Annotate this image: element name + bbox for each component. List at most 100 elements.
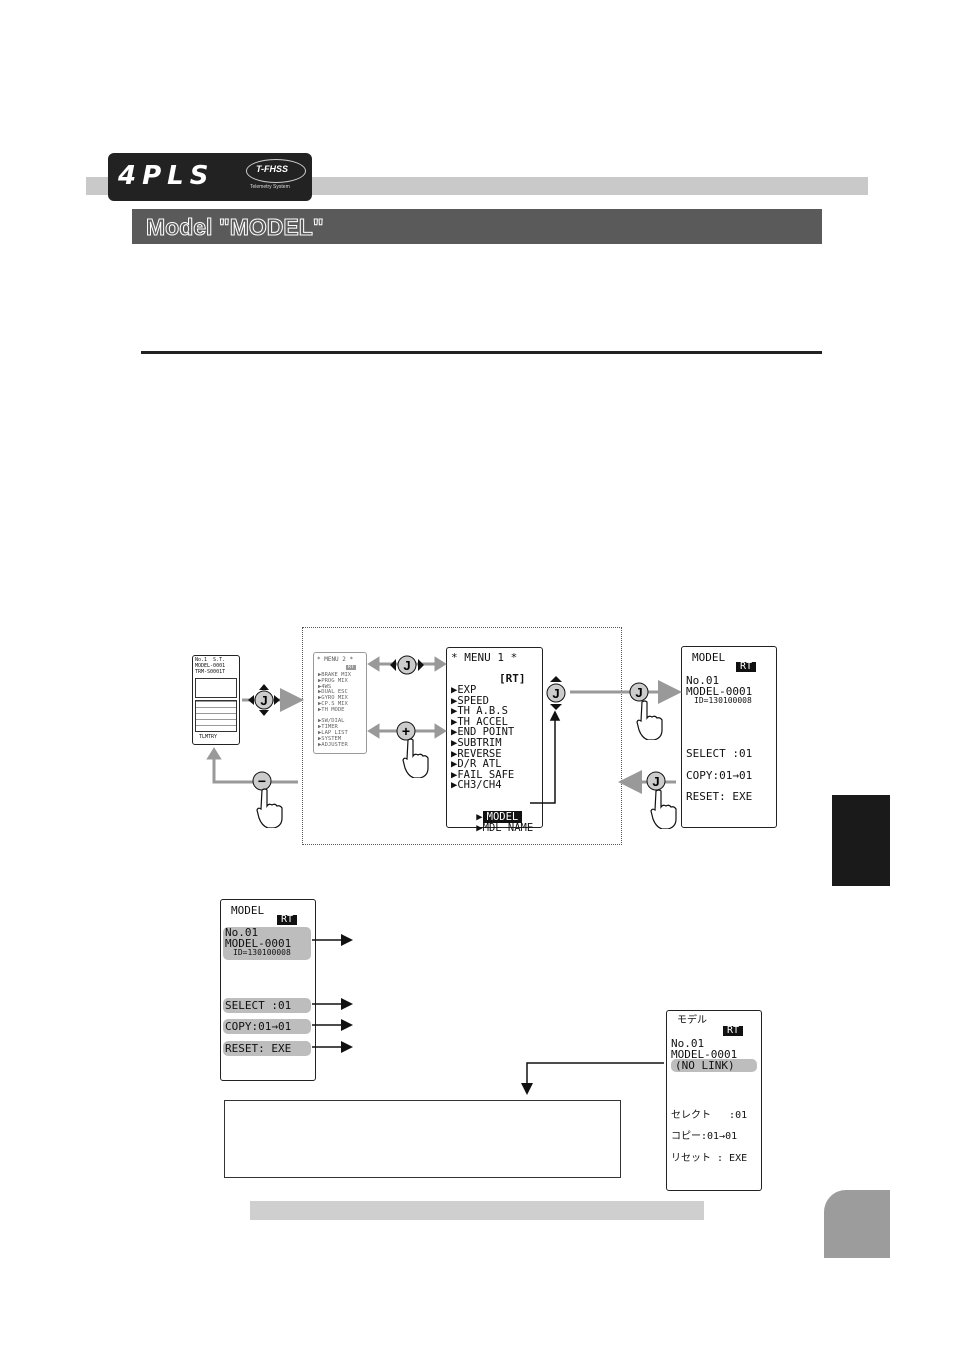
menu2-item[interactable]: ▶PROG MIX [318,677,348,684]
menu1-item[interactable]: ▶D/R ATL [451,758,502,771]
model-jp-badge: RT [723,1026,744,1036]
model-screen-detail: MODEL RT No.01 MODEL-0001 ID=130100008 S… [220,899,316,1081]
menu2-item[interactable]: ▶LAP LIST [318,730,348,736]
menu1-selected-row[interactable]: ▶MODEL [451,801,523,833]
model-detail-reset-highlight [223,1041,311,1056]
hand-pointer-icon [256,788,286,828]
divider-rule [141,351,822,354]
model-detail-copy-highlight [223,1019,311,1034]
menu1-last-item: MDL NAME [482,821,534,834]
menu2-screen: * MENU 2 * RT ▶BRAKE MIX▶PROG MIX▶4WS▶DU… [313,652,367,754]
model-detail-id: ID=130100008 [233,948,291,957]
model-jp-name: MODEL-0001 [671,1048,738,1061]
menu2-item[interactable]: ▶CP.S MIX [318,701,348,707]
telemetry-bars [195,678,237,698]
model-top-copy[interactable]: COPY:01→01 [686,769,753,782]
model-jp-copy[interactable]: コピー:01→01 [671,1131,738,1142]
model-jp-no: No.01 [671,1037,705,1050]
model-screen-top: MODEL RT No.01 MODEL-0001 ID=130100008 S… [681,646,777,828]
model-jp-link-status: (NO LINK) [675,1059,735,1072]
logo-sub-text: T-FHSS [256,164,289,174]
menu1-item[interactable]: ▶REVERSE [451,747,502,760]
model-top-reset[interactable]: RESET: EXE [686,790,753,803]
menu1-item[interactable]: ▶EXP [451,684,477,696]
menu1-item[interactable]: ▶TH A.B.S [451,705,508,718]
gray-arrows [206,656,682,794]
menu1-screen: * MENU 1 * [RT] ▶EXP▶SPEED▶TH A.B.S▶TH A… [446,647,543,833]
svg-text:J: J [652,774,659,789]
model-jp-reset[interactable]: リセット : EXE [671,1153,748,1164]
model-top-select[interactable]: SELECT :01 [686,747,753,760]
menu1-last-row[interactable]: ▶MDL NAME [476,821,534,834]
telemetry-line-3: TRM-S0001T [195,669,226,675]
model-screen-jp: モデル RT No.01 MODEL-0001 (NO LINK) セレクト :… [666,1010,762,1191]
joystick-4way-icon[interactable]: J [248,684,280,716]
menu1-item[interactable]: ▶CH3/CH4 [451,779,502,792]
joystick-lr-icon[interactable]: J [390,654,424,676]
model-detail-copy[interactable]: COPY:01→01 [225,1020,292,1033]
svg-text:J: J [635,685,642,700]
menu2-item[interactable]: ▶DUAL ESC [318,689,348,696]
menu2-item[interactable]: ▶GYRO MIX [318,695,348,702]
joystick-back-icon[interactable]: J [646,771,666,791]
menu1-badge: [RT] [499,672,526,685]
menu1-item[interactable]: ▶TH ACCEL [451,715,508,728]
model-jp-title: モデル [677,1015,707,1026]
model-top-id: ID=130100008 [694,696,752,705]
menu2-badge: RT [346,664,357,670]
black-arrows [312,710,664,1095]
telemetry-line-2: MODEL-0001 [195,663,226,669]
telemetry-screen: No.1 S.T. MODEL-0001 TRM-S0001T TLMTRY [192,655,240,745]
joystick-ud-icon[interactable]: J [545,676,567,710]
logo-tagline: Telemetry System [250,184,290,190]
menu2-item[interactable]: ▶SW/DIAL [318,718,345,725]
menu1-selected-item: MODEL [482,810,523,823]
menu2-item[interactable]: ▶4WS [318,683,332,690]
menu2-item[interactable]: ▶ADJUSTER [318,741,348,748]
hand-pointer-icon [650,789,680,829]
section-title-bar: Model "MODEL" [132,209,822,244]
model-detail-select-highlight [223,998,311,1013]
menu1-item[interactable]: ▶SPEED [451,694,489,707]
menu1-title: * MENU 1 * [451,651,518,664]
telemetry-line-1: No.1 S.T. [195,657,226,663]
svg-text:J: J [552,686,559,701]
model-detail-select[interactable]: SELECT :01 [225,999,292,1012]
svg-text:J: J [260,693,267,708]
hand-pointer-icon [402,738,432,778]
brand-logo: 4PLS T-FHSS Telemetry System [108,153,312,201]
page-number-tab [824,1190,890,1258]
telemetry-footer: TLMTRY [199,734,218,740]
model-detail-name: MODEL-0001 [225,937,292,950]
model-top-no: No.01 [686,674,720,687]
menu2-title: * MENU 2 * [317,656,354,663]
menu1-item[interactable]: ▶FAIL SAFE [451,768,515,781]
menu1-item[interactable]: ▶END POINT [451,726,515,739]
menu-group-frame [302,627,622,845]
model-top-name: MODEL-0001 [686,685,753,698]
model-detail-reset[interactable]: RESET: EXE [225,1042,292,1055]
svg-text:J: J [403,658,410,673]
chapter-side-tab [832,795,890,886]
menu1-item[interactable]: ▶SUBTRIM [451,737,502,749]
logo-main-text: 4PLS [118,161,215,191]
logo-ring-icon [246,159,306,183]
model-top-badge: RT [736,662,757,672]
model-top-title: MODEL [692,651,726,664]
menu2-item[interactable]: ▶SYSTEM [318,735,342,742]
plus-button-icon[interactable]: + [396,721,416,741]
menu2-item[interactable]: ▶TH MODE [318,706,345,713]
menu2-item[interactable]: ▶BRAKE MIX [318,672,352,678]
note-box [224,1100,621,1178]
section-title: Model "MODEL" [146,214,325,241]
model-detail-no: No.01 [225,926,259,939]
model-detail-badge: RT [277,915,298,925]
menu2-item[interactable]: ▶TIMER [318,724,338,731]
model-jp-link-highlight [671,1059,757,1072]
joystick-push-icon[interactable]: J [629,682,649,702]
caption-bar [250,1201,704,1220]
telemetry-graph [195,700,237,732]
model-detail-title: MODEL [231,904,265,917]
model-jp-select[interactable]: セレクト :01 [671,1110,748,1121]
